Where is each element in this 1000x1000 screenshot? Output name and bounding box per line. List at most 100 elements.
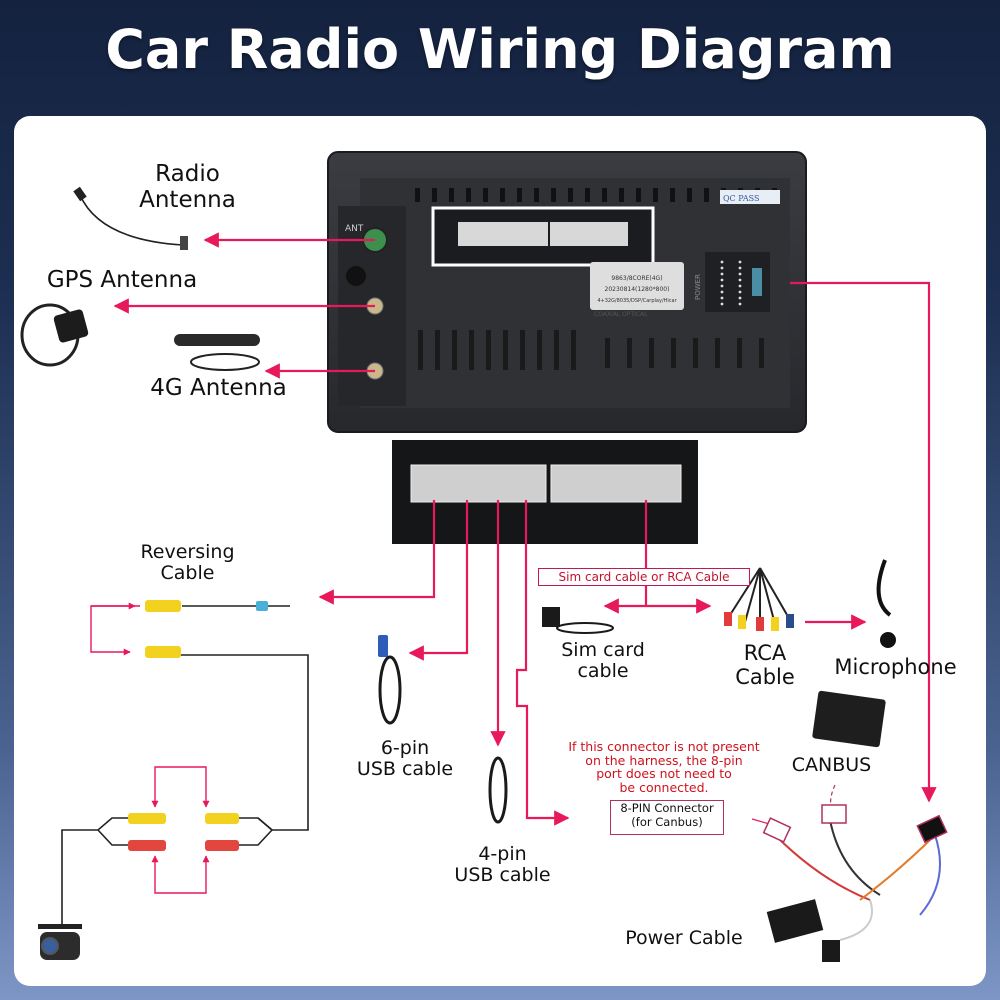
rca-cable-icon bbox=[724, 567, 794, 631]
vent-slot bbox=[737, 338, 742, 368]
label-4g-antenna: 4G Antenna bbox=[150, 375, 287, 401]
power-cable-icon bbox=[762, 804, 948, 962]
gps-antenna-icon bbox=[20, 303, 89, 367]
radio-antenna-icon bbox=[73, 186, 188, 250]
microphone-icon bbox=[876, 559, 896, 648]
spec-sticker bbox=[590, 262, 684, 310]
coaxial-label: COAXIAL OPTICAL bbox=[594, 311, 648, 318]
vent-slot bbox=[551, 188, 556, 202]
vent-slot bbox=[585, 188, 590, 202]
vent-slot bbox=[602, 188, 607, 202]
power-pin bbox=[738, 266, 742, 270]
label-usb6: 6-pin USB cable bbox=[356, 737, 454, 781]
head-unit: ANT QC PASS 9863/8CORE(4G) 20230814(1280… bbox=[327, 151, 807, 433]
vent-slot bbox=[627, 338, 632, 368]
vent-slot bbox=[503, 330, 508, 370]
4g-antenna-icon bbox=[174, 334, 260, 371]
wire-power bbox=[790, 281, 937, 803]
callout-sim-or-rca: Sim card cable or RCA Cable bbox=[538, 568, 750, 586]
canbus-box-icon bbox=[812, 690, 886, 748]
vent-slot bbox=[520, 330, 525, 370]
vent-slot bbox=[649, 338, 654, 368]
pin8-line1: 8-PIN Connector bbox=[620, 801, 714, 815]
label-gps-antenna: GPS Antenna bbox=[46, 267, 198, 293]
usb6-cable-icon bbox=[378, 635, 402, 725]
vent-slot bbox=[415, 188, 420, 202]
sticker-line: 20230814(1280*800) bbox=[605, 286, 670, 293]
vent-slot bbox=[449, 188, 454, 202]
harness-connector-block bbox=[392, 440, 698, 544]
vent-slot bbox=[619, 188, 624, 202]
reversing-camera-icon bbox=[38, 924, 82, 960]
sticker-line: 4+32G/8035/DSP/Carplay/Hicar bbox=[597, 298, 677, 304]
callout-8pin-connector: 8-PIN Connector (for Canbus) bbox=[610, 800, 724, 835]
label-power-cable: Power Cable bbox=[625, 927, 743, 949]
vent-slot bbox=[435, 330, 440, 370]
vent-slot bbox=[466, 188, 471, 202]
label-radio-antenna: Radio Antenna bbox=[139, 161, 236, 213]
camera-cables bbox=[61, 605, 309, 925]
wires bbox=[90, 232, 937, 894]
vent-slot bbox=[537, 330, 542, 370]
label-sim-card-cable: Sim card cable bbox=[561, 639, 645, 683]
power-pin bbox=[738, 296, 742, 300]
wire-usb6 bbox=[408, 500, 469, 661]
vent-slot bbox=[486, 330, 491, 370]
label-canbus: CANBUS bbox=[791, 754, 872, 776]
fuse-icon bbox=[752, 268, 762, 296]
power-pin bbox=[738, 284, 742, 288]
vent-slot bbox=[483, 188, 488, 202]
vent-slot bbox=[571, 330, 576, 370]
power-pin bbox=[720, 284, 724, 288]
pin8-line2: (for Canbus) bbox=[631, 815, 703, 830]
connector-note: If this connector is not present on the … bbox=[568, 739, 760, 795]
power-pin bbox=[738, 260, 742, 264]
vent-slot bbox=[500, 188, 505, 202]
rca-yellow-socket bbox=[128, 813, 166, 824]
power-pin bbox=[738, 278, 742, 282]
antenna-knob bbox=[346, 266, 366, 286]
label-reversing-cable: Reversing Cable bbox=[140, 541, 235, 585]
rca-red-socket bbox=[128, 840, 166, 851]
power-pin bbox=[738, 302, 742, 306]
page-title: Car Radio Wiring Diagram bbox=[105, 18, 895, 81]
vent-slot bbox=[693, 338, 698, 368]
power-pin bbox=[720, 290, 724, 294]
vent-slot bbox=[554, 330, 559, 370]
sticker-line: 9863/8CORE(4G) bbox=[611, 275, 662, 282]
power-pin bbox=[720, 302, 724, 306]
usb4-cable-icon bbox=[488, 756, 508, 824]
sim-card-cable-icon bbox=[542, 607, 614, 634]
power-pin bbox=[720, 266, 724, 270]
power-pin bbox=[738, 272, 742, 276]
ant-label: ANT bbox=[345, 224, 364, 234]
wire-reversing bbox=[318, 500, 436, 605]
vent-slots bbox=[415, 188, 777, 370]
vent-slot bbox=[568, 188, 573, 202]
vent-slot bbox=[671, 338, 676, 368]
vent-slot bbox=[517, 188, 522, 202]
qc-pass-label: QC PASS bbox=[723, 194, 759, 203]
vent-slot bbox=[687, 188, 692, 202]
label-usb4: 4-pin USB cable bbox=[454, 843, 551, 887]
vent-slot bbox=[469, 330, 474, 370]
vent-slot bbox=[704, 188, 709, 202]
power-pins bbox=[720, 260, 742, 306]
vent-slot bbox=[759, 338, 764, 368]
rca-plugs bbox=[128, 600, 268, 851]
vent-slot bbox=[605, 338, 610, 368]
vent-slot bbox=[636, 188, 641, 202]
power-pin bbox=[720, 278, 724, 282]
vent-slot bbox=[534, 188, 539, 202]
rca-yellow-plug bbox=[145, 646, 181, 658]
vent-slot bbox=[653, 188, 658, 202]
rca-red-plug bbox=[205, 840, 239, 851]
vent-slot bbox=[418, 330, 423, 370]
vent-slot bbox=[670, 188, 675, 202]
power-pin bbox=[720, 296, 724, 300]
cable-sleeve bbox=[256, 601, 268, 611]
vent-slot bbox=[452, 330, 457, 370]
canbus-dashed-link bbox=[829, 784, 836, 813]
wire-8pin bbox=[515, 500, 570, 826]
